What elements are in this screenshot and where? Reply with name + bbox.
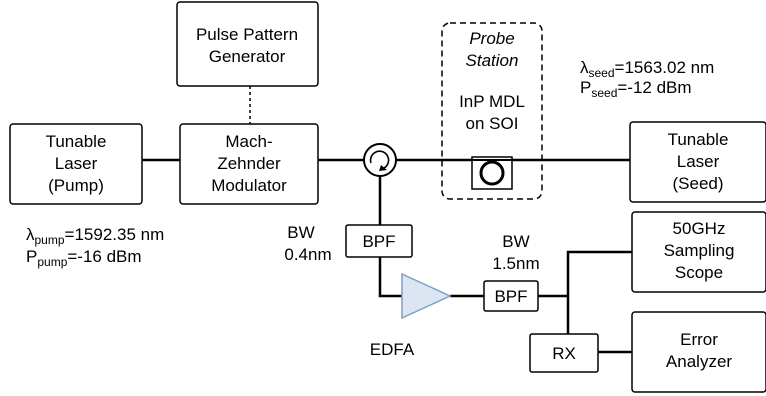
connections (142, 86, 632, 354)
bandpass-filter-1: BPF (345, 224, 413, 258)
seed-laser-block: Tunable Laser (Seed) (629, 121, 766, 203)
bw2-label-line2: 1.5nm (492, 254, 539, 273)
bw2-label-line1: BW (502, 232, 529, 251)
seed-laser-label-line1: Tunable (668, 130, 729, 149)
scope-label-line2: Sampling (664, 241, 735, 260)
pump-wavelength-label: λpump=1592.35 nm (26, 225, 164, 247)
seed-parameters: λseed=1563.02 nm Pseed=-12 dBm (580, 58, 714, 100)
mzm-label-line2: Zehnder (217, 154, 281, 173)
pump-laser-label-line3: (Pump) (48, 176, 104, 195)
probe-station-block: Probe Station InP MDL on SOI (441, 22, 543, 200)
splitter-to-scope-link (566, 250, 632, 296)
bpf1-bandwidth-label: BW 0.4nm (284, 223, 331, 264)
probe-station-label-line1: Probe (469, 29, 514, 48)
circulator-icon (363, 143, 397, 177)
mach-zehnder-modulator-block: Mach- Zehnder Modulator (179, 123, 319, 205)
mzm-label-line1: Mach- (225, 132, 272, 151)
sampling-scope-block: 50GHz Sampling Scope (631, 211, 766, 293)
error-analyzer-label-line1: Error (680, 330, 718, 349)
seed-laser-label-line3: (Seed) (672, 174, 723, 193)
pump-power-label: Ppump=-16 dBm (26, 247, 142, 269)
edfa-triangle-icon (401, 272, 452, 320)
error-analyzer-block: Error Analyzer (631, 311, 766, 393)
dut-label-line2: on SOI (466, 114, 519, 133)
bpf1-to-edfa-link (378, 257, 402, 298)
pump-laser-block: Tunable Laser (Pump) (9, 123, 143, 205)
bpf2-label: BPF (494, 287, 527, 306)
rx-label: RX (552, 344, 576, 363)
bpf2-bandwidth-label: BW 1.5nm (492, 232, 539, 273)
edfa-label: EDFA (370, 340, 415, 359)
pulse-pattern-generator-block: Pulse Pattern Generator (176, 1, 319, 87)
bandpass-filter-2: BPF (483, 280, 539, 312)
microdisk-laser-icon (471, 156, 513, 190)
seed-wavelength-label: λseed=1563.02 nm (580, 58, 714, 80)
edfa-amplifier: EDFA (370, 272, 452, 359)
pump-parameters: λpump=1592.35 nm Ppump=-16 dBm (26, 225, 164, 269)
error-analyzer-label-line2: Analyzer (666, 352, 732, 371)
seed-laser-label-line2: Laser (677, 152, 720, 171)
bw1-label-line1: BW (287, 223, 314, 242)
ppg-label-line2: Generator (209, 47, 286, 66)
bw1-label-line2: 0.4nm (284, 245, 331, 264)
bpf1-label: BPF (362, 232, 395, 251)
pump-laser-label-line2: Laser (55, 154, 98, 173)
pump-laser-label-line1: Tunable (46, 132, 107, 151)
receiver-block: RX (529, 333, 599, 373)
scope-label-line3: Scope (675, 263, 723, 282)
mzm-label-line3: Modulator (211, 176, 287, 195)
seed-power-label: Pseed=-12 dBm (580, 78, 692, 100)
probe-station-label-line2: Station (466, 51, 519, 70)
scope-label-line1: 50GHz (673, 219, 726, 238)
ppg-label-line1: Pulse Pattern (196, 25, 298, 44)
dut-label-line1: InP MDL (459, 92, 525, 111)
